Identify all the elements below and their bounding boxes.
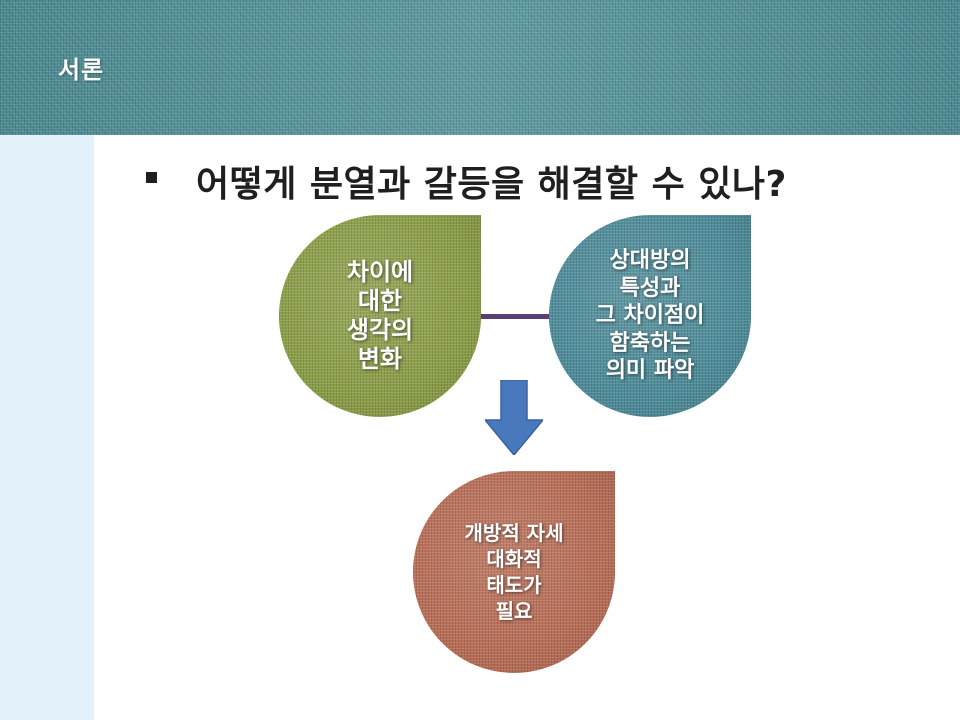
bullet-icon [146,172,157,183]
header-band [0,0,960,135]
drop-blue-line: 의미 파악 [605,358,695,384]
drop-green-line: 차이에 [346,258,414,287]
drop-green-line: 생각의 [346,316,414,344]
drop-red-line: 필요 [495,599,533,623]
slide-title: 서론 [58,56,105,84]
drop-blue-line: 상대방의 [609,248,691,274]
drop-red-line: 개방적 자세 [464,521,564,545]
drop-shape-blue: 상대방의 특성과 그 차이점이 함축하는 의미 파악 [549,215,751,417]
connector-line [474,314,556,319]
drop-shape-red: 개방적 자세 대화적 태도가 필요 [413,471,615,673]
drop-blue-line: 특성과 [619,275,681,301]
drop-red-text: 개방적 자세 대화적 태도가 필요 [465,520,564,624]
drop-red-line: 대화적 [486,547,542,571]
arrow-down-icon [485,380,543,455]
drop-blue-text: 상대방의 특성과 그 차이점이 함축하는 의미 파악 [596,247,705,385]
drop-shape-green: 차이에 대한 생각의 변화 [279,215,481,417]
drop-green-text: 차이에 대한 생각의 변화 [347,258,413,373]
left-strip [0,135,94,720]
heading: 어떻게 분열과 갈등을 해결할 수 있나? [196,164,787,205]
drop-blue-line: 그 차이점이 [595,303,705,329]
drop-green-line: 대한 [357,287,403,316]
drop-red-line: 태도가 [486,573,542,597]
drop-blue-line: 함축하는 [609,330,691,356]
drop-green-line: 변화 [357,344,403,373]
